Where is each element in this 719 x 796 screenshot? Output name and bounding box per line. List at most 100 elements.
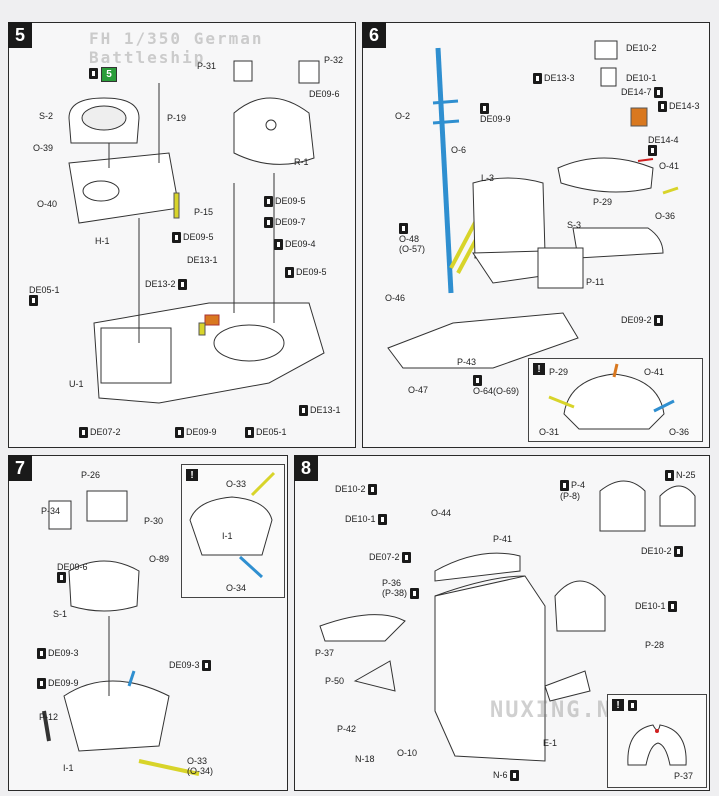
step-8-detail-inset: ! P-37 [607,694,707,788]
label-o89: O-89 [149,554,170,564]
label-de10-2: DE10-2 [626,43,657,53]
step-number: 6 [362,22,386,48]
label-de13-2: DE13-2 [145,279,189,291]
label-i1: I-1 [63,763,74,773]
inset-label-o34: O-34 [226,583,247,593]
inset-label-o41: O-41 [644,367,665,377]
step-7-diagram [42,490,200,776]
label-p36: P-36(P-38) [382,578,421,600]
inset-label-o36: O-36 [669,427,690,437]
label-de09-7: DE09-7 [264,217,306,229]
label-o36: O-36 [655,211,676,221]
label-de13-1a: DE13-1 [187,255,218,265]
label-p29: P-29 [593,197,613,207]
label-e1: E-1 [543,738,558,748]
attention-icon: ! [533,363,545,375]
label-o10: O-10 [397,748,418,758]
label-de09-9: DE09-9 [175,427,217,439]
label-de09-2: DE09-2 [621,315,665,327]
label-de14-3: DE14-3 [658,101,700,113]
label-de09-3a: DE09-3 [37,648,79,660]
label-o40: O-40 [37,199,58,209]
label-p30: P-30 [144,516,164,526]
label-p32: P-32 [324,55,344,65]
label-o2: O-2 [395,111,411,121]
label-de09-9: DE09-9 [37,678,79,690]
label-p15: P-15 [194,207,214,217]
label-s3: S-3 [567,220,582,230]
label-u1: U-1 [69,379,84,389]
label-p11: P-11 [586,277,605,287]
label-r1: R-1 [294,157,309,167]
attention-icon: ! [186,469,198,481]
label-de09-5c: DE09-5 [285,267,327,279]
step-6-detail-inset: ! P-29 O-41 O-31 O-36 [528,358,703,442]
label-o47: O-47 [408,385,429,395]
label-p34: P-34 [41,506,61,516]
step-number: 8 [294,455,318,481]
step-5-diagram [68,60,325,404]
label-de10-2a: DE10-2 [335,484,379,496]
label-o33: O-33(O-34) [187,756,214,776]
label-p19: P-19 [167,113,187,123]
label-n18: N-18 [355,754,375,764]
attention-icon: ! [612,699,624,711]
inset-label-p29: P-29 [549,367,569,377]
label-de09-5a: DE09-5 [172,232,214,244]
part-icon [89,68,98,79]
label-o44: O-44 [431,508,452,518]
label-de09-6: DE09-6 [57,562,88,584]
label-p31: P-31 [197,61,217,71]
label-p4: P-4(P-8) [560,480,586,502]
green-step-badge: 5 [101,67,117,82]
inset-label-i1: I-1 [222,531,233,541]
step-6-panel: 6 DE10-2 DE10-1 DE13-3 DE14-7 DE14-3 O-2… [362,22,710,448]
step-5-panel: 5 FH 1/350 German Battleship 5 P-31 P-32… [8,22,356,448]
label-p43: P-43 [457,357,477,367]
label-de10-1: DE10-1 [626,73,657,83]
label-p41: P-41 [493,534,513,544]
label-de09-9: DE09-9 [480,103,511,124]
inset-label-o31: O-31 [539,427,560,437]
faded-header-text: FH 1/350 German Battleship [89,29,264,67]
label-de09-5b: DE09-5 [264,196,306,208]
step-7-panel: 7 P-26 P-34 P-30 O-89 DE09-6 S-1 DE09-3 … [8,455,288,791]
label-de10-2b: DE10-2 [641,546,685,558]
label-h1: H-1 [95,236,110,246]
label-s1: S-1 [53,609,68,619]
step-8-diagram [319,480,696,762]
label-p42: P-42 [337,724,357,734]
label-p28: P-28 [645,640,665,650]
label-o64: O-64(O-69) [473,375,519,396]
label-de09-6: DE09-6 [309,89,340,99]
label-de14-7: DE14-7 [621,87,665,99]
step-6-diagram [387,40,679,369]
label-n25: N-25 [665,470,696,482]
label-de07-2: DE07-2 [79,427,121,439]
step-7-detail-inset: ! O-33 I-1 O-34 [181,464,285,598]
step-number: 5 [8,22,32,48]
label-de05-1b: DE05-1 [245,427,287,439]
label-o6: O-6 [451,145,467,155]
inset-label-o33: O-33 [226,479,247,489]
label-o41: O-41 [659,161,680,171]
part-icon [628,700,637,711]
step-number: 7 [8,455,32,481]
label-de05-1a: DE05-1 [29,285,60,307]
label-de14-4: DE14-4 [648,135,679,157]
label-p37: P-37 [315,648,335,658]
label-de10-1b: DE10-1 [635,601,679,613]
label-o39: O-39 [33,143,54,153]
label-n6: N-6 [493,770,521,782]
label-p50: P-50 [325,676,345,686]
inset-label-p37: P-37 [674,771,694,781]
label-de10-1a: DE10-1 [345,514,389,526]
label-de09-4: DE09-4 [274,239,316,251]
label-de07-2: DE07-2 [369,552,413,564]
step-8-panel: 8 NUXING.NET DE10-2 DE10-1 O-44 P-41 P-4… [294,455,710,791]
label-l3: L-3 [481,173,495,183]
label-p26: P-26 [81,470,101,480]
label-o46: O-46 [385,293,406,303]
label-de09-3b: DE09-3 [169,660,213,672]
label-p12: P-12 [39,712,59,722]
